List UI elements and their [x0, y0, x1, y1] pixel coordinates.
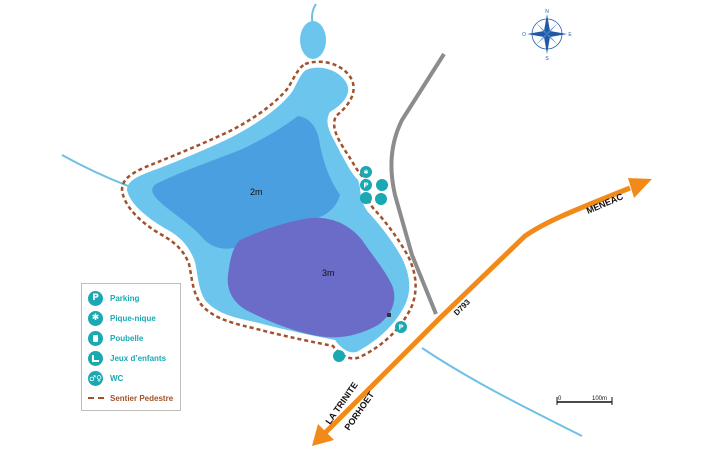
river-west	[61, 154, 129, 187]
legend-label: Sentier Pedestre	[110, 393, 174, 403]
road-arrow-meneac	[628, 178, 652, 198]
road-arrow-trinite	[312, 424, 334, 446]
compass-e: E	[568, 32, 572, 38]
legend-row-parking: P Parking	[88, 290, 139, 306]
wc-icon: ♂♀	[88, 370, 103, 386]
bench-marker	[387, 313, 391, 317]
legend-row-playground: Jeux d’enfants	[88, 350, 166, 366]
playground-icon	[88, 350, 103, 366]
parking-icon: P	[88, 290, 103, 306]
compass-n: N	[545, 9, 549, 15]
scale-bar: 0 100m	[556, 396, 613, 405]
legend-row-trash: Poubelle	[88, 330, 143, 346]
destination-meneac-label: MENEAC	[585, 191, 625, 216]
minor-road	[389, 52, 446, 315]
svg-text:P: P	[363, 182, 368, 190]
picnic-icon: ✱	[88, 310, 103, 326]
trash-icon[interactable]	[375, 193, 387, 205]
lake-north-depth-label: 2m	[250, 187, 263, 197]
legend-label: Pique-nique	[110, 313, 156, 323]
picnic-icon[interactable]	[360, 166, 372, 178]
legend-label: Jeux d’enfants	[110, 353, 167, 363]
parking-icon[interactable]	[395, 321, 407, 333]
svg-text:✱: ✱	[363, 169, 368, 176]
parking-icon[interactable]	[360, 179, 372, 191]
lake-south-3m	[227, 217, 395, 338]
legend-row-trail: Sentier Pedestre	[88, 390, 173, 406]
compass-s: S	[545, 56, 549, 62]
river-southeast	[421, 347, 583, 437]
main-road-d793	[318, 185, 631, 440]
playground-icon[interactable]	[360, 192, 372, 204]
wc-icon[interactable]	[376, 179, 388, 191]
compass-o: O	[522, 32, 526, 38]
legend-row-wc: ♂♀ WC	[88, 370, 123, 386]
legend-label: Parking	[110, 293, 140, 303]
scale-end-label: 100m	[592, 396, 607, 402]
trail-swatch	[88, 397, 104, 399]
lake-south-depth-label: 3m	[322, 268, 335, 278]
legend-label: Poubelle	[110, 333, 144, 343]
playground-icon[interactable]	[333, 350, 345, 362]
amenity-cluster: ✱ P P	[333, 166, 407, 362]
svg-text:P: P	[398, 324, 403, 332]
river-north	[311, 3, 317, 25]
scale-start-label: 0	[558, 396, 562, 402]
legend-row-picnic: ✱ Pique-nique	[88, 310, 156, 326]
lake-north-2m	[152, 116, 340, 249]
walking-trail	[120, 60, 417, 360]
compass-rose: N S E O	[522, 9, 572, 62]
north-pond	[300, 21, 326, 59]
map-legend: P Parking ✱ Pique-nique Poubelle Jeux d’…	[81, 283, 181, 411]
trash-icon	[88, 330, 103, 346]
legend-label: WC	[110, 373, 124, 383]
